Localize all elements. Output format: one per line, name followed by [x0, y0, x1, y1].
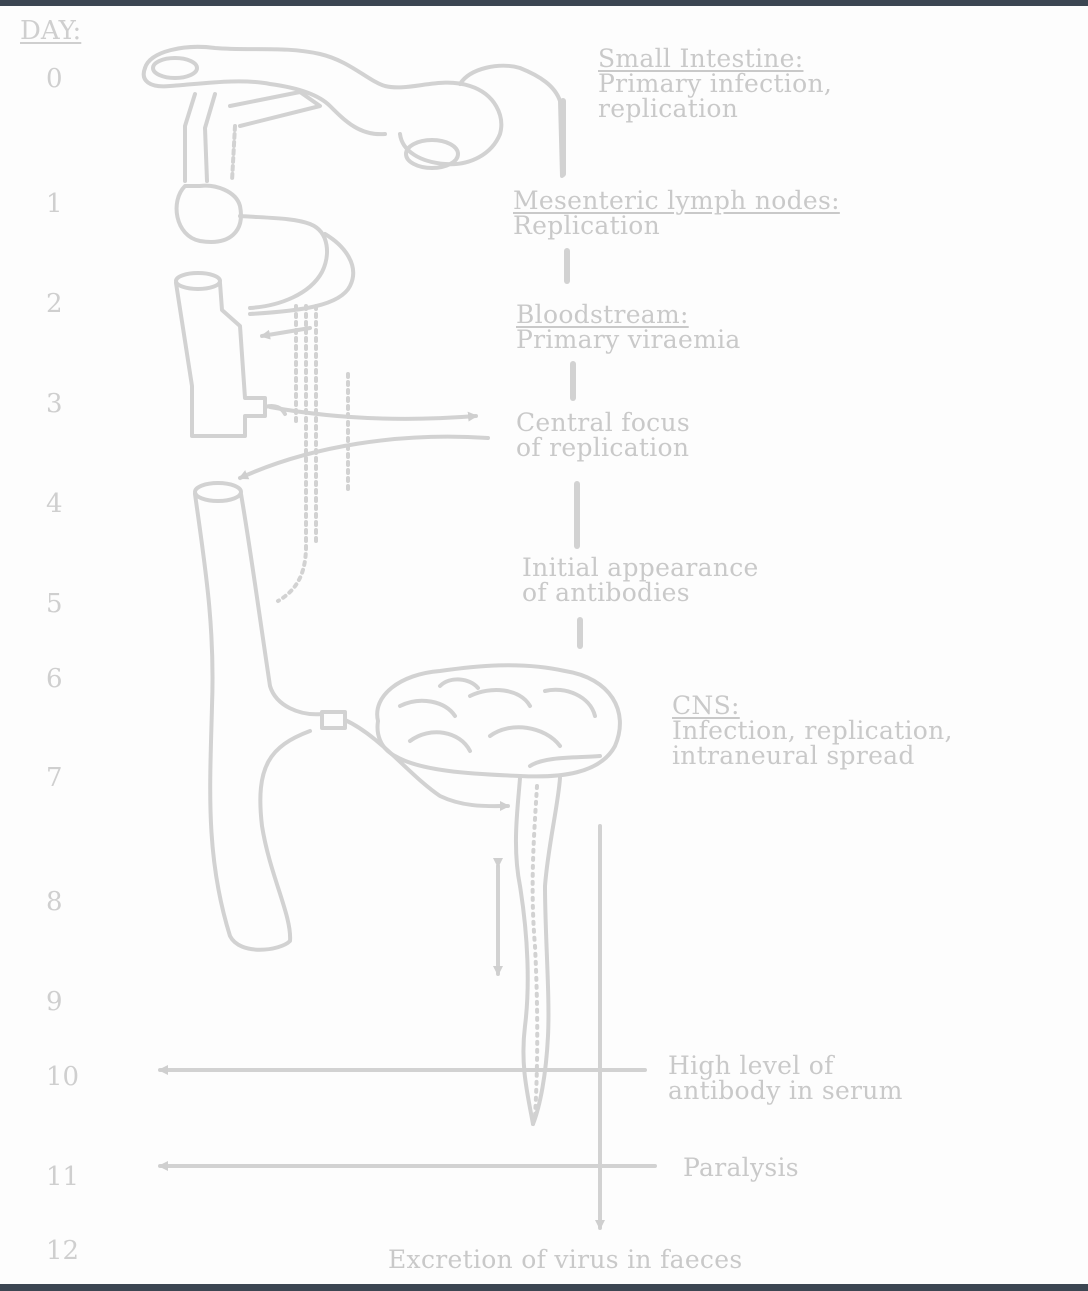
paralysis-label: Paralysis [683, 1155, 799, 1180]
small-intestine-illustration [144, 47, 562, 181]
day-label: 4 [46, 489, 63, 519]
arrow-to-central-focus [270, 407, 476, 419]
brain-illustration [377, 665, 620, 776]
vein-lower-illustration [195, 483, 345, 950]
vein-upper-illustration [176, 273, 285, 436]
antibodies-line: Initial appearance [522, 555, 759, 580]
small-intestine-title: Small Intestine: [598, 46, 803, 71]
day-label: 10 [46, 1062, 79, 1092]
high-antibody-line: antibody in serum [668, 1078, 903, 1103]
arrow-from-central-focus [240, 437, 488, 478]
spinal-cord-illustration [516, 778, 560, 1124]
day-label: 2 [46, 289, 63, 319]
cns-title: CNS: [672, 693, 740, 718]
day-label: 9 [46, 987, 63, 1017]
day-label: 3 [46, 389, 63, 419]
lymph-nodes-title: Mesenteric lymph nodes: [513, 188, 840, 213]
day-label: 12 [46, 1236, 79, 1266]
antibodies-line: of antibodies [522, 580, 690, 605]
bloodstream-title: Bloodstream: [516, 302, 689, 327]
cns-line: Infection, replication, [672, 718, 953, 743]
high-antibody-line: High level of [668, 1053, 834, 1078]
day-label: 7 [46, 763, 63, 793]
small-intestine-line: Primary infection, [598, 71, 832, 96]
small-intestine-line: replication [598, 96, 738, 121]
central-focus-line: Central focus [516, 410, 690, 435]
central-focus-line: of replication [516, 435, 689, 460]
day-label: 5 [46, 589, 63, 619]
excretion-label: Excretion of virus in faeces [388, 1247, 742, 1272]
lymph-node-illustration [177, 186, 354, 314]
day-header: DAY: [20, 16, 81, 46]
day-label: 0 [46, 64, 63, 94]
bloodstream-line: Primary viraemia [516, 327, 741, 352]
day-label: 6 [46, 664, 63, 694]
day-label: 1 [46, 189, 63, 219]
cns-line: intraneural spread [672, 743, 915, 768]
lymph-nodes-line: Replication [513, 213, 660, 238]
lymph-duct-long [278, 306, 306, 601]
day-label: 11 [46, 1162, 79, 1192]
day-label: 8 [46, 887, 63, 917]
arrow-lymph-to-blood [262, 328, 310, 336]
diagram-frame: DAY: 0 1 2 3 4 5 6 7 8 9 10 11 12 Small … [0, 6, 1088, 1284]
